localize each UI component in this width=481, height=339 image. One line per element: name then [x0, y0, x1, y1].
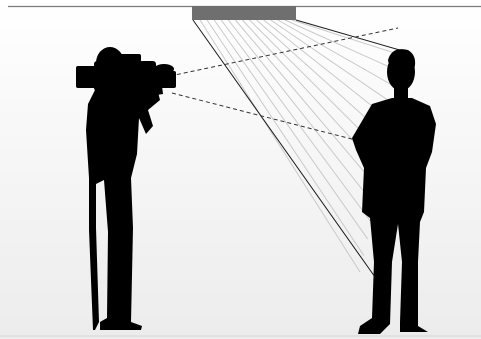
ceiling-light-panel-icon [192, 6, 296, 20]
camera-viewfinder [76, 66, 98, 88]
camera-microphone [154, 64, 174, 74]
operator-head [96, 47, 124, 79]
